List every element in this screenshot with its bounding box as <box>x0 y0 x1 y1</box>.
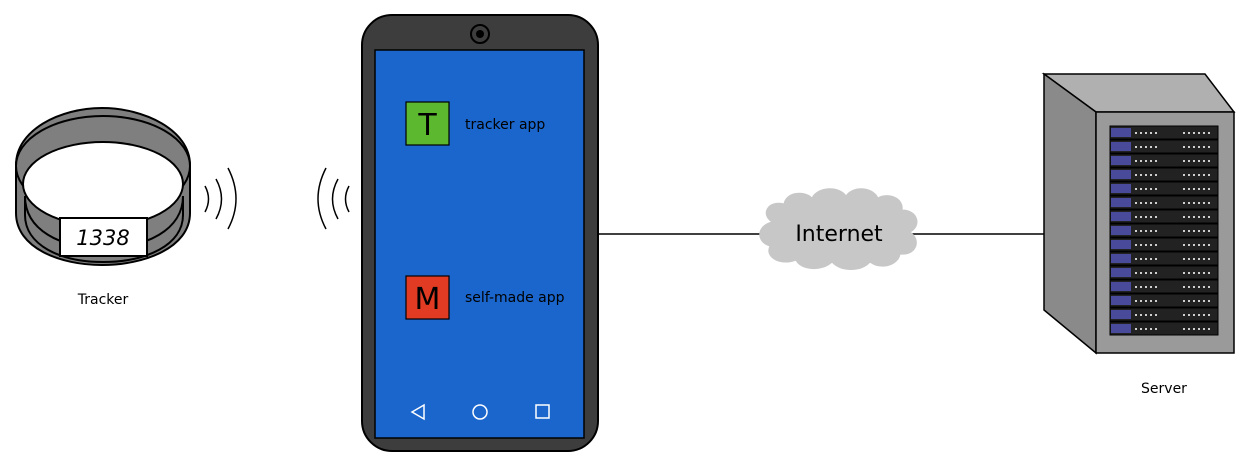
self-made-app-icon[interactable] <box>405 275 450 320</box>
rack-unit <box>1109 195 1219 210</box>
rack-unit <box>1109 279 1219 294</box>
rack-unit <box>1109 237 1219 252</box>
recents-square-icon[interactable] <box>535 404 550 419</box>
self-made-app-icon-letter: M <box>415 282 441 317</box>
smartphone: T tracker app M self-made app <box>361 14 599 452</box>
rack-unit <box>1109 223 1219 238</box>
tracker-app-icon[interactable] <box>405 101 450 146</box>
rack-unit <box>1109 265 1219 280</box>
rack-unit <box>1109 293 1219 308</box>
rack-unit <box>1109 125 1219 140</box>
tracker-display <box>59 217 148 257</box>
internet-label: Internet <box>795 222 883 247</box>
tracker-band-icon: 1338 <box>15 106 191 267</box>
home-circle-icon[interactable] <box>472 404 488 420</box>
rack-unit <box>1109 321 1219 336</box>
tracker-signal-waves-icon <box>204 167 237 230</box>
rack-unit <box>1109 307 1219 322</box>
tracker-display-value: 1338 <box>76 226 129 250</box>
rack-unit <box>1109 139 1219 154</box>
back-triangle-icon[interactable] <box>410 403 425 421</box>
rack-unit <box>1109 209 1219 224</box>
tracker-label: Tracker <box>77 292 129 308</box>
tracker-app-label[interactable]: tracker app <box>465 117 545 133</box>
rack-unit <box>1109 251 1219 266</box>
internet-cloud-icon: Internet <box>759 188 918 270</box>
server-rack-icon <box>1041 72 1236 355</box>
rack-unit <box>1109 167 1219 182</box>
server-label: Server <box>1141 381 1187 397</box>
phone-signal-waves-icon <box>317 167 350 230</box>
rack-unit <box>1109 181 1219 196</box>
self-made-app-label[interactable]: self-made app <box>465 290 565 306</box>
rack-unit <box>1109 153 1219 168</box>
tracker-app-icon-letter: T <box>417 108 437 143</box>
